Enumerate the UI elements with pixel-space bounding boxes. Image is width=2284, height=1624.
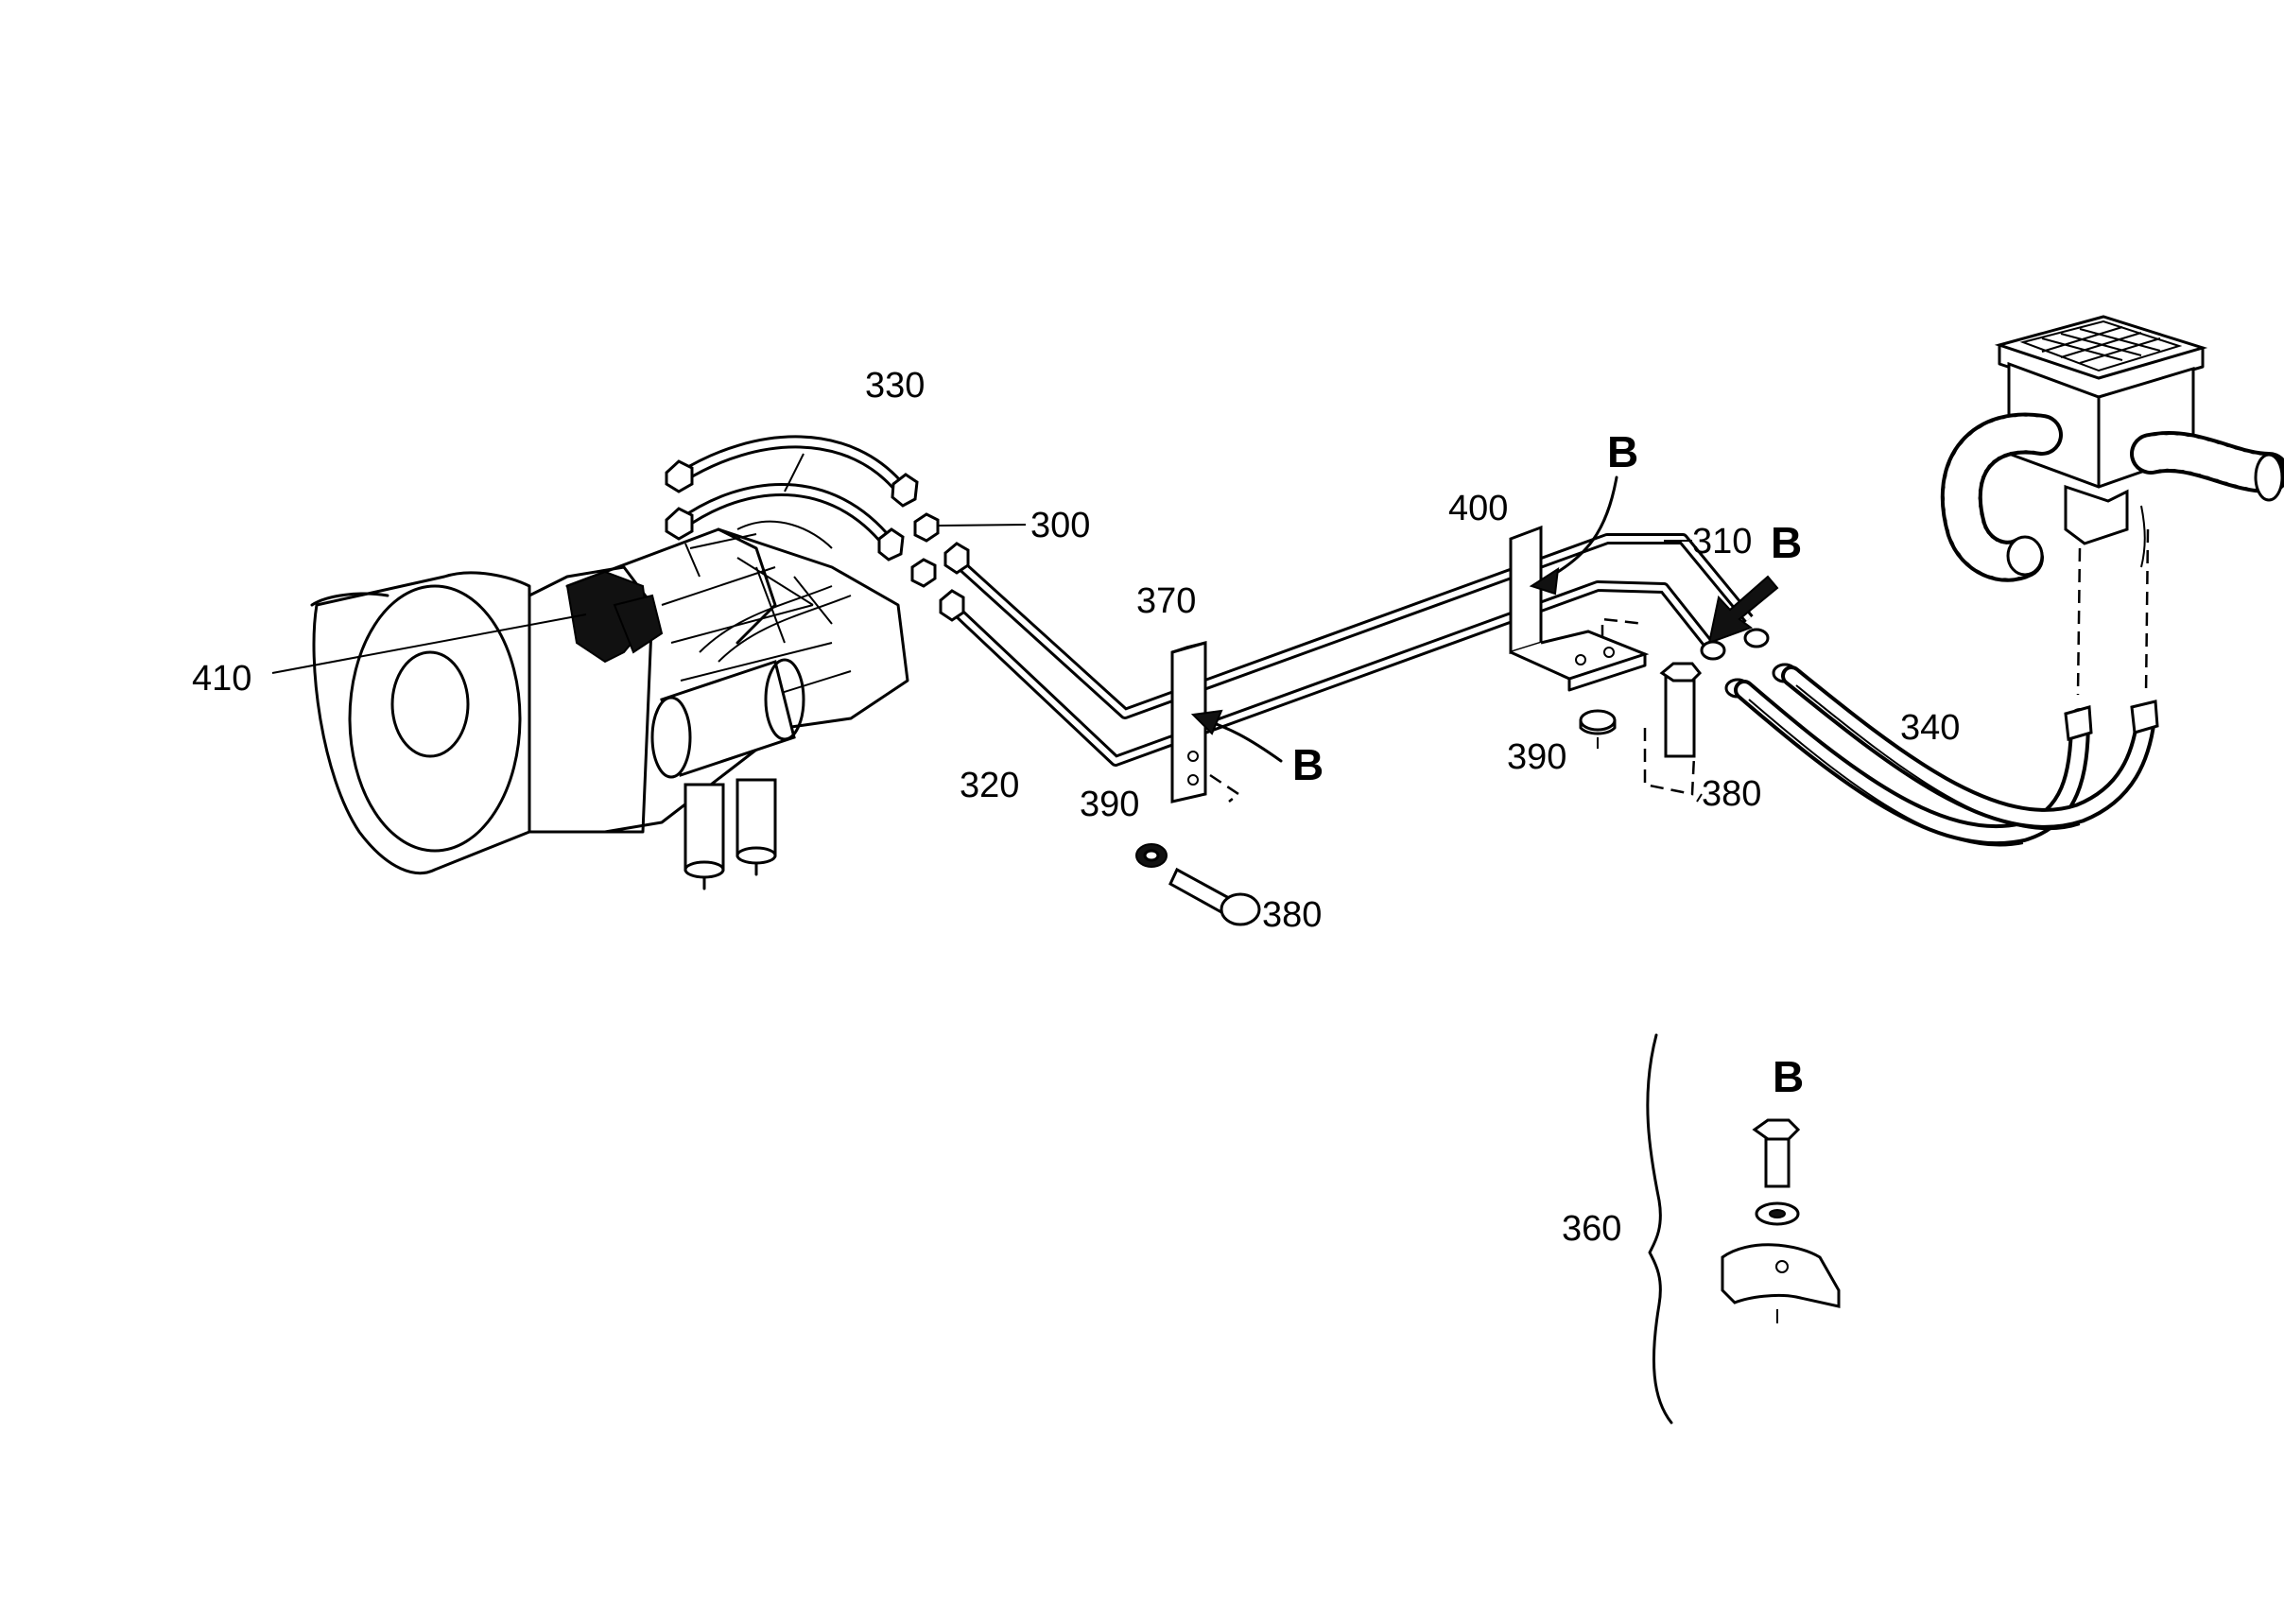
- leader-lines: [271, 453, 1703, 803]
- label-360: 360: [1562, 1209, 1621, 1249]
- view-label-b-top: B: [1607, 427, 1638, 476]
- view-label-b-middle: B: [1292, 740, 1324, 789]
- label-330: 330: [865, 366, 925, 406]
- label-390-left: 390: [1080, 785, 1139, 824]
- pipe-320: [939, 533, 1754, 767]
- label-300: 300: [1030, 506, 1090, 545]
- label-380-left: 380: [1262, 895, 1322, 935]
- label-390-right: 390: [1507, 737, 1566, 777]
- label-340: 340: [1900, 708, 1960, 748]
- view-label-b-right: B: [1771, 518, 1802, 567]
- bracket-400: [1509, 525, 1650, 692]
- detail-view-b: [1646, 1033, 1841, 1425]
- label-310: 310: [1692, 522, 1752, 561]
- label-320: 320: [960, 766, 1019, 805]
- label-410: 410: [192, 659, 251, 699]
- view-label-b-detail: B: [1773, 1052, 1804, 1101]
- part-labels: 330 300 400 310 370 410 340 320 390 390 …: [192, 366, 1960, 1249]
- label-370: 370: [1136, 581, 1196, 621]
- bolt-380-right: [1579, 662, 1703, 796]
- engine-transmission-assembly: [310, 520, 909, 890]
- fitting-300: [910, 512, 1027, 588]
- hose-340: [1734, 665, 2159, 847]
- heater-unit: [1940, 315, 2284, 696]
- label-380-right: 380: [1702, 774, 1761, 814]
- bolt-380-left: [1135, 843, 1261, 926]
- bracket-370: [1170, 641, 1241, 803]
- label-400: 400: [1448, 489, 1508, 528]
- view-arrows: [1190, 475, 1779, 763]
- hose-330: [665, 435, 919, 561]
